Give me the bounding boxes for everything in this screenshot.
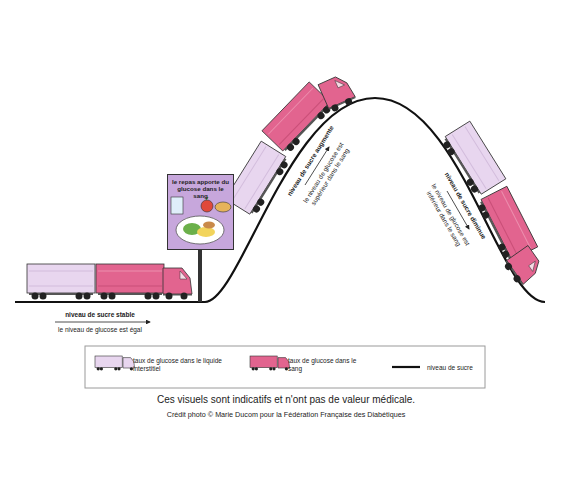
wheel: [252, 367, 255, 370]
wheel: [272, 367, 275, 370]
lavender-trailer: [225, 141, 291, 217]
photo-credit: Crédit photo © Marie Ducom pour la Fédér…: [6, 410, 566, 419]
rice: [197, 227, 215, 237]
glass: [171, 197, 183, 214]
sign-board: [167, 174, 234, 250]
wheel: [114, 367, 117, 370]
bread: [215, 202, 231, 212]
wheel: [269, 367, 272, 370]
wheel: [100, 367, 103, 370]
sign-text: le repas apporte du glucose dans le sang: [168, 175, 233, 202]
meal-sign: le repas apporte du glucose dans le sang: [167, 174, 234, 250]
meat: [203, 222, 215, 229]
tomato: [201, 200, 213, 212]
direction-arrow: [55, 322, 150, 323]
slope-label: niveau de sucre stable: [45, 311, 155, 319]
slope-label: le niveau de glucose est égal: [45, 326, 155, 334]
legend-cab: [278, 358, 290, 368]
wheel: [130, 367, 133, 370]
pink-trailer: [96, 264, 164, 300]
wheel: [255, 367, 258, 370]
legend-swatch: [250, 356, 277, 368]
pink-cab: [318, 73, 357, 114]
legend-truck: [95, 356, 135, 370]
legend-line-sample: [392, 366, 420, 368]
legend-frame: [85, 346, 485, 388]
legend-swatch: [95, 356, 122, 368]
legend-text: taux de glucose dans le sang: [288, 357, 368, 372]
pink-cab: [502, 246, 544, 288]
plate: [176, 216, 224, 244]
legend-truck: [250, 356, 290, 370]
legend-text: taux de glucose dans le liquide intersti…: [133, 357, 233, 372]
lavender-trailer: [27, 264, 95, 300]
wheel: [285, 367, 288, 370]
legend-cab: [123, 358, 135, 368]
legend-text: niveau de sucre: [427, 364, 487, 372]
sign-post: [198, 250, 202, 302]
caption: Ces visuels sont indicatifs et n'ont pas…: [0, 394, 572, 405]
wheel: [97, 367, 100, 370]
pink-cab: [163, 268, 192, 300]
wheel: [117, 367, 120, 370]
